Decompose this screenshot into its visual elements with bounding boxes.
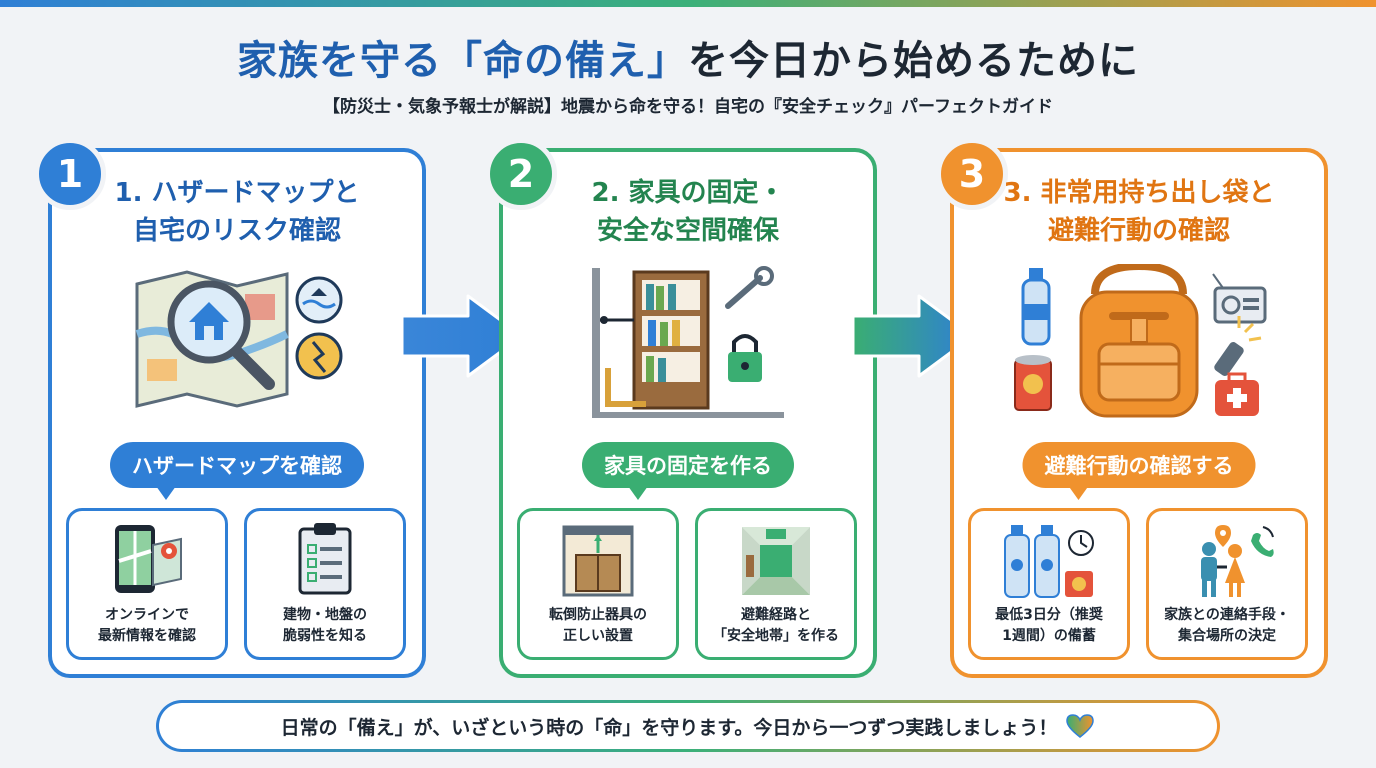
step-title-line: 安全な空間確保: [596, 216, 779, 246]
step-number-badge: 2: [485, 138, 557, 210]
step-title: 2. 家具の固定・ 安全な空間確保: [523, 174, 853, 250]
step-title: 3. 非常用持ち出し袋と 避難行動の確認: [974, 174, 1304, 250]
action-label: ハザードマップを確認: [132, 454, 342, 478]
sub-card: オンラインで 最新情報を確認: [66, 508, 228, 660]
step-title-line: 避難行動の確認: [1047, 216, 1230, 246]
sub-card-text: 避難経路と 「安全地帯」を作る: [713, 607, 839, 644]
clipboard-checklist-icon: [290, 521, 360, 601]
step-title-line: 2. 家具の固定・: [591, 178, 785, 208]
step-title-line: 1. ハザードマップと: [114, 178, 360, 208]
step-title: 1. ハザードマップと 自宅のリスク確認: [72, 174, 402, 250]
sub-card-text: 転倒防止器具の 正しい設置: [549, 607, 647, 644]
action-pill[interactable]: 家具の固定を作る: [582, 442, 794, 500]
sub-card: 最低3日分（推奨 1週間）の備蓄: [968, 508, 1130, 660]
arrow-right-icon: [400, 294, 524, 378]
step-panel-2: 2 2. 家具の固定・ 安全な空間確保: [485, 138, 877, 678]
emergency-backpack-icon: [1009, 261, 1269, 428]
sub-card: 転倒防止器具の 正しい設置: [517, 508, 679, 660]
step-panel-3: 3 3. 非常用持ち出し袋と 避難行動の確認: [936, 138, 1328, 678]
page-subtitle: 【防災士・気象予報士が解説】地震から命を守る！自宅の『安全チェック』パーフェクト…: [323, 97, 1053, 117]
heart-icon: [1066, 714, 1095, 738]
cabinet-brace-icon: [558, 521, 638, 603]
arrow-right-icon: [851, 294, 975, 378]
action-label: 家具の固定を作る: [604, 454, 772, 478]
footer-text: 日常の「備え」が、いざという時の「命」を守ります。今日から一つずつ実践しましょう…: [280, 716, 1058, 739]
sub-card: 建物・地盤の 脆弱性を知る: [244, 508, 406, 660]
smartphone-map-icon: [107, 521, 187, 601]
sub-card: 避難経路と 「安全地帯」を作る: [695, 508, 857, 660]
step-title-line: 自宅のリスク確認: [132, 216, 341, 246]
action-pill[interactable]: 避難行動の確認する: [1022, 442, 1256, 500]
sub-card: 家族との連絡手段・ 集合場所の決定: [1146, 508, 1308, 660]
top-gradient-bar: [0, 0, 1376, 7]
title-rest: を今日から始めるために: [688, 38, 1139, 84]
page-title: 家族を守る「命の備え」を今日から始めるために: [0, 28, 1376, 86]
sub-card-text: 建物・地盤の 脆弱性を知る: [283, 607, 367, 644]
water-bottles-icon: [999, 521, 1099, 605]
footer-inner: 日常の「備え」が、いざという時の「命」を守ります。今日から一つずつ実践しましょう…: [159, 703, 1217, 749]
step-number-badge: 1: [34, 138, 106, 210]
bookshelf-anchor-icon: [588, 264, 788, 428]
magnifier-map-icon: [127, 264, 347, 428]
footer-banner: 日常の「備え」が、いざという時の「命」を守ります。今日から一つずつ実践しましょう…: [156, 700, 1220, 752]
step-number-badge: 3: [936, 138, 1008, 210]
pill-tail: [156, 486, 176, 500]
sub-card-text: 最低3日分（推奨 1週間）の備蓄: [995, 607, 1103, 644]
sub-card-text: オンラインで 最新情報を確認: [98, 607, 196, 644]
pill-tail: [1068, 486, 1089, 500]
pill-tail: [628, 486, 648, 500]
title-highlight: 家族を守る「命の備え」: [237, 38, 688, 84]
step-title-line: 3. 非常用持ち出し袋と: [1003, 178, 1275, 208]
exit-corridor-icon: [736, 521, 816, 603]
action-pill[interactable]: ハザードマップを確認: [110, 442, 364, 500]
sub-card-text: 家族との連絡手段・ 集合場所の決定: [1164, 607, 1290, 644]
action-label: 避難行動の確認する: [1044, 454, 1234, 478]
family-location-icon: [1177, 521, 1277, 605]
step-panel-1: 1 1. ハザードマップと 自宅のリスク確認 ハザードマップを確認: [34, 138, 426, 678]
